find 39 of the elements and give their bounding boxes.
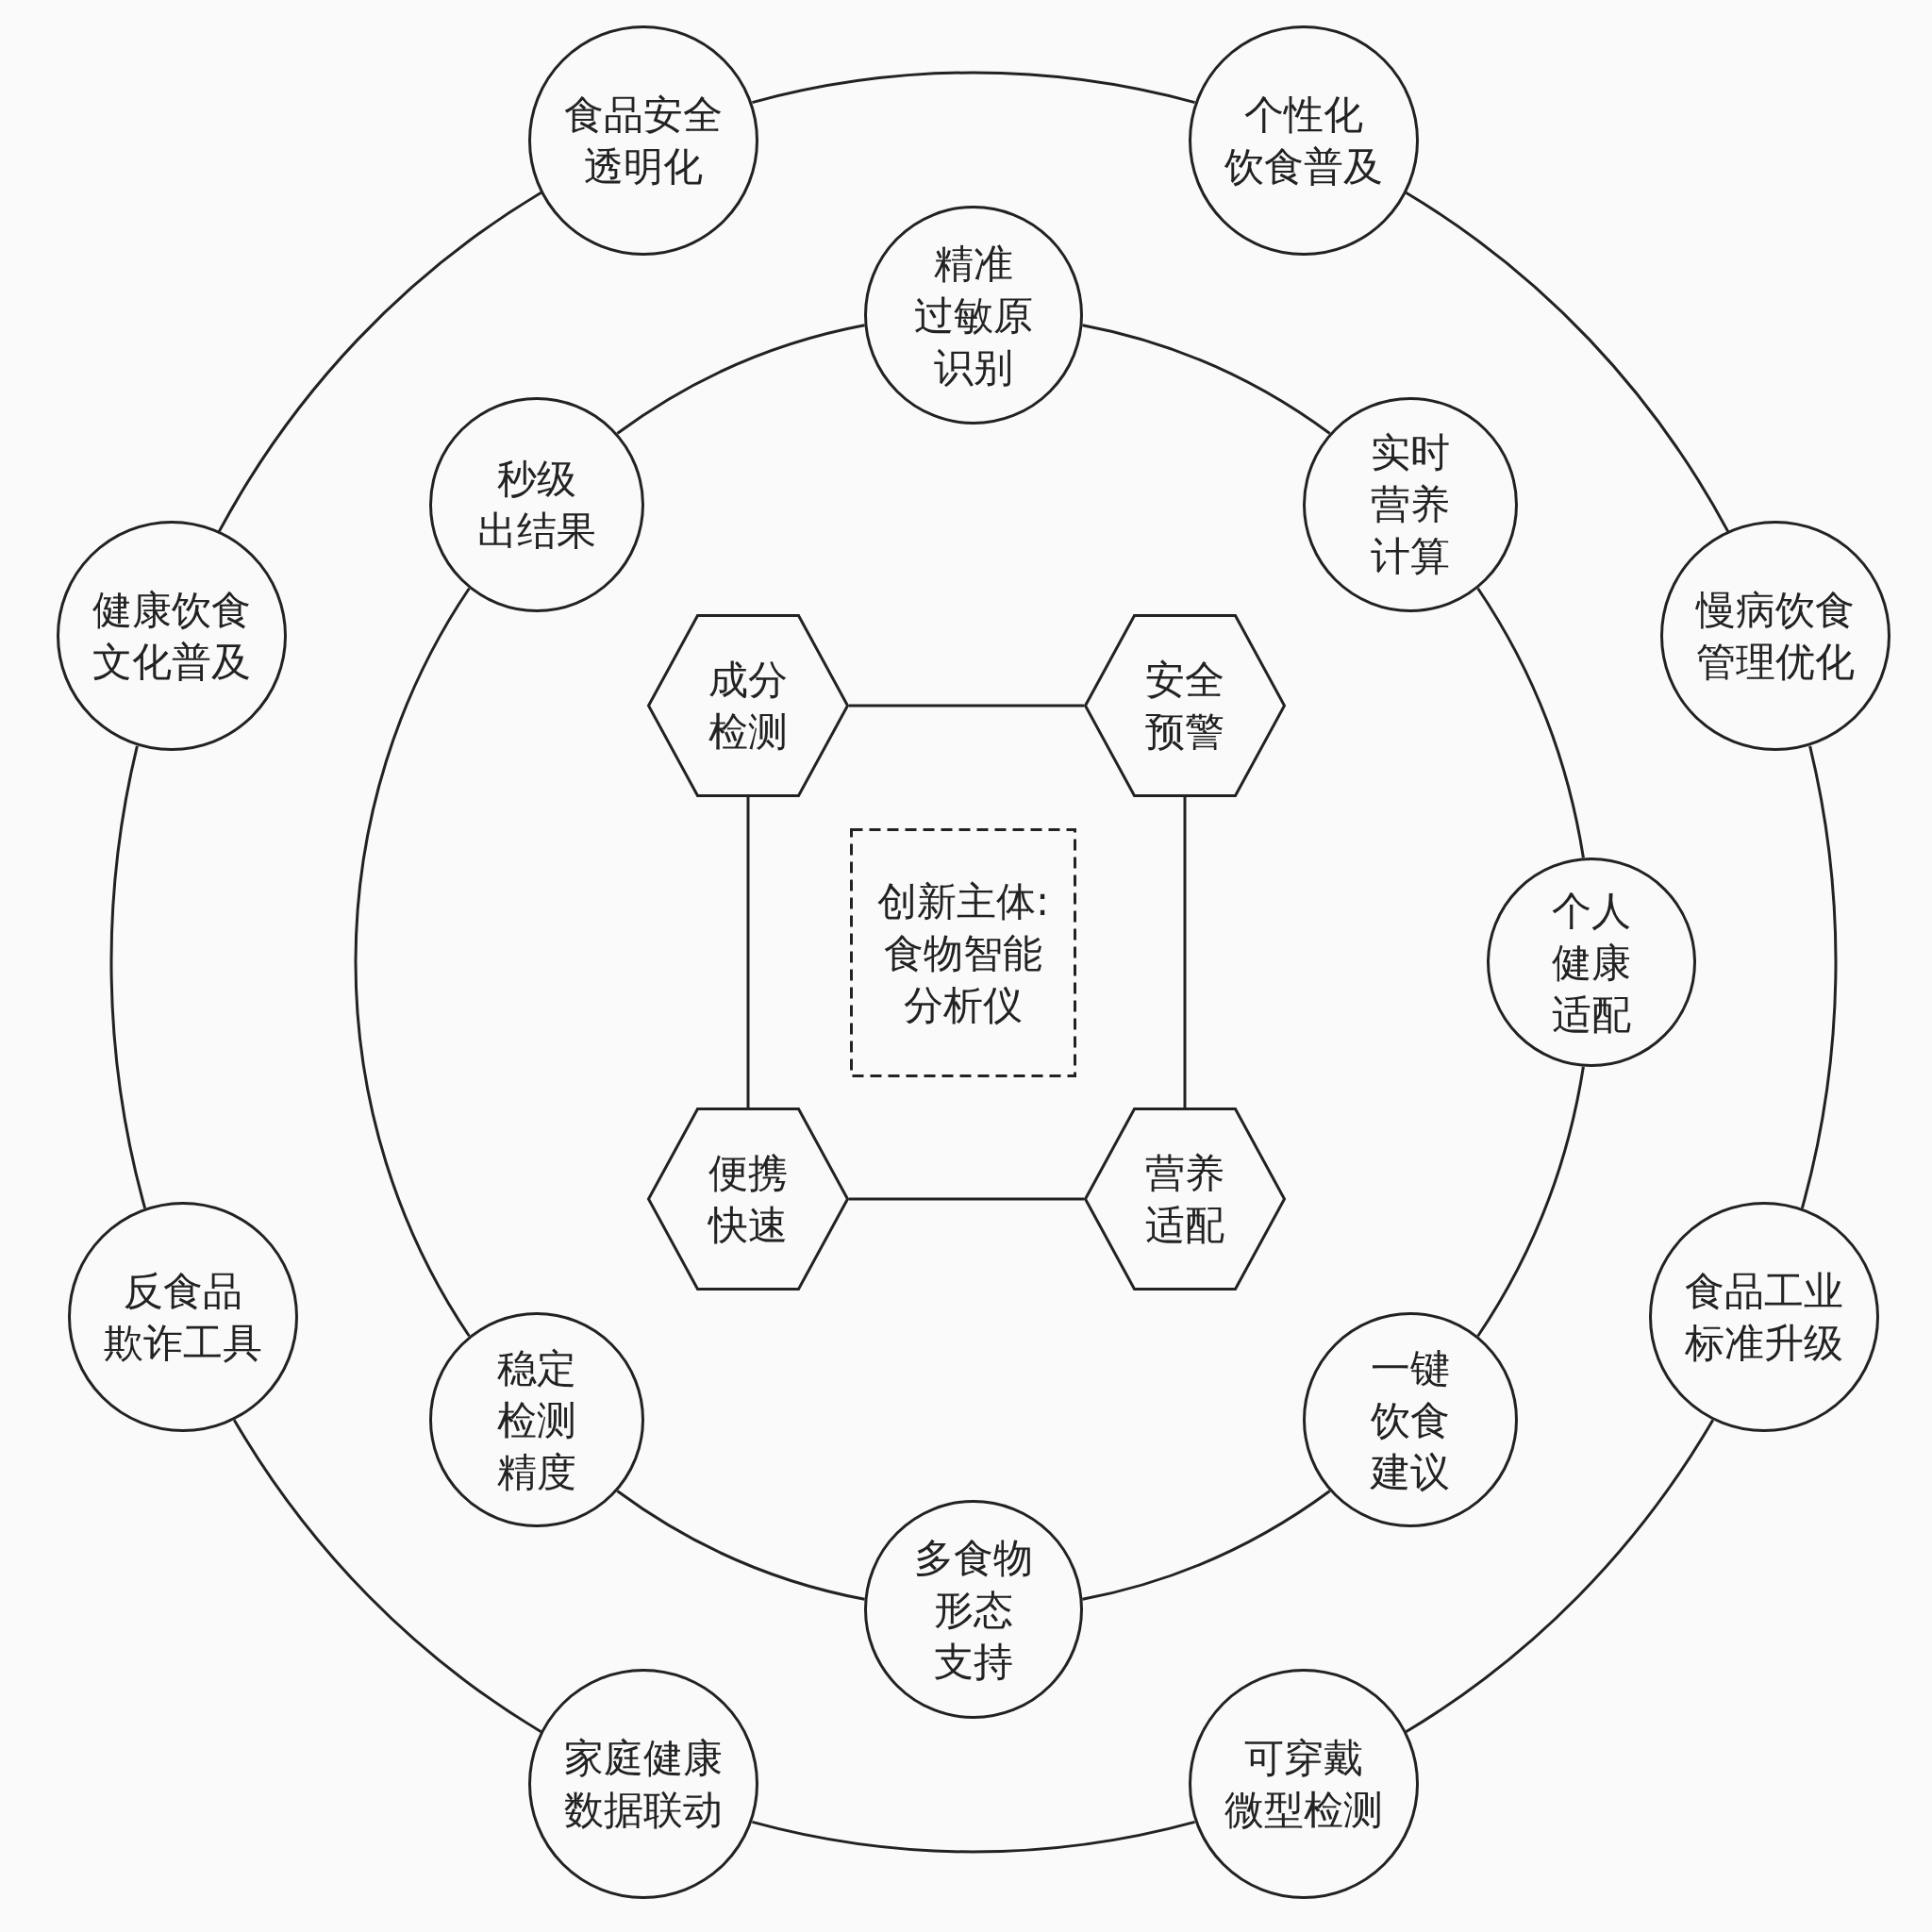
- circle-node: 食品工业标准升级: [1649, 1202, 1880, 1432]
- ring-arc: [354, 587, 471, 1338]
- circle-node: 多食物形态支持: [864, 1500, 1083, 1719]
- ring-arc: [1476, 587, 1585, 858]
- circle-node: 家庭健康数据联动: [528, 1669, 759, 1900]
- circle-node: 实时营养计算: [1303, 396, 1519, 612]
- ring-arc: [616, 1490, 865, 1601]
- circle-node: 稳定检测精度: [428, 1312, 644, 1528]
- hexagon-node: 营养适配: [1084, 1108, 1286, 1291]
- circle-node: 精准过敏原识别: [864, 206, 1083, 425]
- ring-arc: [1800, 745, 1837, 1209]
- ring-arc: [1405, 191, 1729, 533]
- circle-node: 食品安全透明化: [528, 25, 759, 256]
- circle-node: 一键饮食建议: [1303, 1312, 1519, 1528]
- ring-arc: [1082, 1490, 1331, 1601]
- circle-node: 秒级出结果: [428, 396, 644, 612]
- circle-node: 反食品欺诈工具: [67, 1202, 298, 1432]
- ring-arc: [752, 71, 1195, 105]
- connector-line: [746, 797, 750, 1108]
- hexagon-node: 安全预警: [1084, 614, 1286, 797]
- circle-node: 个性化饮食普及: [1188, 25, 1419, 256]
- ring-arc: [752, 1820, 1195, 1854]
- connector-line: [1183, 797, 1187, 1108]
- hexagon-node: 便携快速: [647, 1108, 849, 1291]
- circle-node: 可穿戴微型检测: [1188, 1669, 1419, 1900]
- connector-line: [849, 1197, 1084, 1201]
- circle-node: 个人健康适配: [1487, 858, 1696, 1067]
- ring-arc: [1405, 1419, 1714, 1734]
- connector-line: [849, 704, 1084, 708]
- circle-node: 慢病饮食管理优化: [1660, 521, 1891, 752]
- ring-arc: [1476, 1066, 1585, 1338]
- dashed-box: 创新主体:食物智能分析仪: [850, 828, 1076, 1077]
- ring-arc: [1082, 324, 1331, 435]
- ring-arc: [233, 1419, 542, 1734]
- ring-arc: [218, 191, 542, 533]
- ring-arc: [616, 324, 865, 435]
- ring-arc: [110, 745, 147, 1209]
- hexagon-node: 成分检测: [647, 614, 849, 797]
- circle-node: 健康饮食文化普及: [56, 521, 287, 752]
